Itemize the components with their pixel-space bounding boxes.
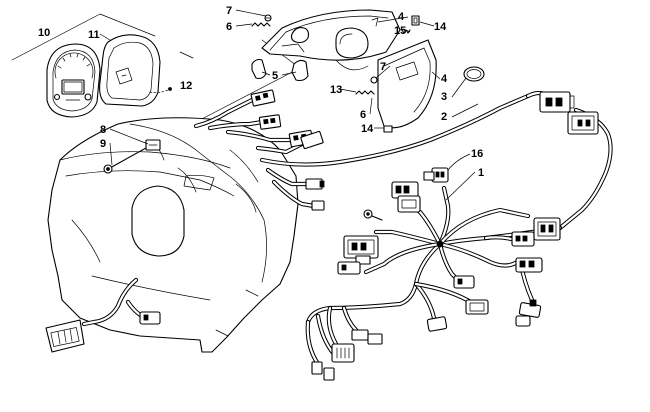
screw-lower: [370, 76, 378, 84]
upper-instrument-pod: [261, 9, 401, 71]
connector-large-left: [343, 235, 379, 265]
callout-14-upper: 14: [434, 21, 447, 33]
hood-harness: [193, 93, 531, 209]
hood-connector-6: [311, 200, 325, 211]
gauge-tick-marks: [57, 53, 91, 69]
connector-bottom-center: [426, 316, 448, 332]
connector-bottom-left-b: [331, 343, 355, 363]
callout-4-upper: 4: [398, 11, 405, 23]
connector-mid-a: [453, 275, 475, 289]
spade-terminals: [311, 361, 335, 381]
left-connector-large: [45, 319, 85, 353]
main-connector-b: [567, 111, 599, 135]
callout-labels: 1 2 3 4 4 5 6 6 7 7 8 9 10 11 12 13 14 1…: [38, 5, 484, 179]
connector-bottom-left-a: [351, 329, 383, 345]
harness-junction: [436, 240, 444, 248]
clip-upper: [411, 15, 420, 26]
callout-7-upper: 7: [226, 5, 232, 17]
left-connector-small: [139, 311, 161, 325]
ring-terminal: [363, 209, 383, 221]
callout-4-lower: 4: [441, 73, 448, 85]
connector-right-b: [533, 217, 561, 241]
callout-5: 5: [272, 70, 278, 82]
callout-6-lower: 6: [360, 109, 366, 121]
lower-main-harness: [305, 185, 563, 367]
screw-upper: [264, 14, 272, 22]
main-connector-a: [539, 91, 575, 113]
callout-14-lower: 14: [361, 123, 374, 135]
clip-lower: [383, 125, 393, 133]
callout-13: 13: [330, 84, 342, 96]
connector-top-cluster: [391, 181, 421, 213]
connector-lower-right: [515, 299, 542, 327]
connector-16: [423, 167, 449, 183]
spring-lower: [355, 90, 375, 95]
spring-upper: [251, 22, 271, 27]
callout-9: 9: [100, 138, 106, 150]
callout-8: 8: [100, 124, 106, 136]
connector-right-c: [515, 257, 543, 273]
callout-1: 1: [478, 167, 484, 179]
callout-6-upper: 6: [226, 21, 232, 33]
connector-right-a: [511, 231, 535, 247]
callout-2: 2: [441, 111, 447, 123]
callout-11: 11: [88, 29, 100, 41]
callout-10: 10: [38, 27, 50, 39]
dash-panel: [47, 117, 299, 353]
gauge-housing: [99, 34, 161, 107]
callout-7-lower: 7: [380, 61, 386, 73]
gauge-bracket: [11, 13, 194, 61]
callout-3: 3: [441, 91, 447, 103]
rubber-boots: [251, 58, 309, 82]
hood-connector-1: [250, 89, 276, 107]
callout-15: 15: [394, 25, 406, 37]
tie-strap-ring: [463, 66, 485, 82]
connector-mid-b: [465, 299, 489, 315]
leader-lines: [99, 9, 479, 201]
speedometer-gauge: [46, 43, 101, 118]
lower-side-cover: [377, 39, 437, 129]
hood-connector-5: [305, 178, 325, 190]
callout-16: 16: [471, 148, 483, 160]
connector-small-left: [337, 261, 361, 275]
hood-connector-4: [300, 130, 324, 150]
hood-connector-2: [258, 114, 282, 130]
callout-12: 12: [180, 80, 192, 92]
sensor-probe: [103, 147, 147, 174]
